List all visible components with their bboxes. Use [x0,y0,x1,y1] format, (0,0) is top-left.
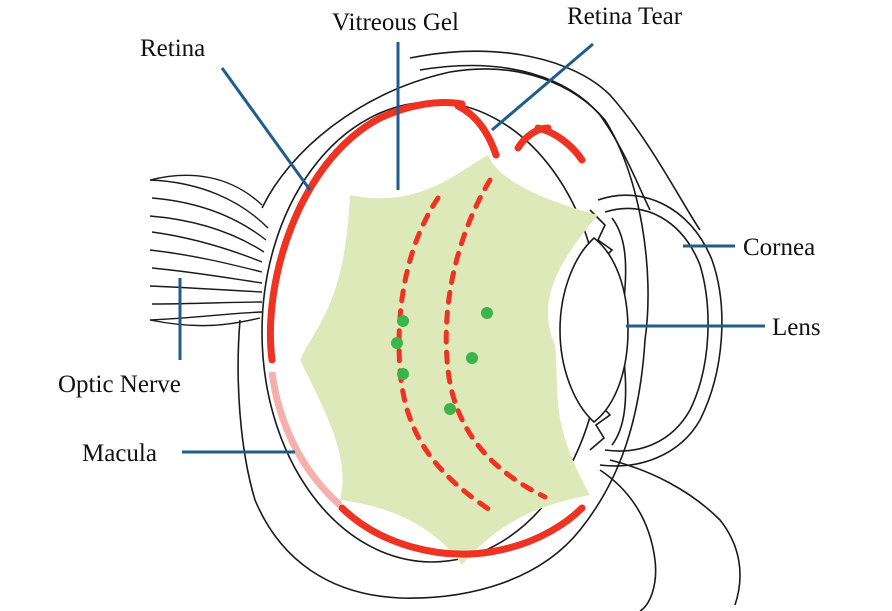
floater-dot [397,368,409,380]
eyelid-lines [409,50,741,611]
macula [268,371,343,508]
leader-lines [178,42,765,454]
label-vitreous-gel: Vitreous Gel [332,9,459,36]
retina [266,99,466,364]
optic-nerve-fibers [149,174,269,327]
cornea [597,194,723,467]
floater-dot [397,315,409,327]
floater-dot [466,352,478,364]
cornea-inner [604,207,709,452]
sclera-outline [237,68,649,599]
lens [559,236,629,424]
floater-dot [444,403,456,415]
label-lens: Lens [772,314,821,341]
label-optic-nerve: Optic Nerve [58,371,181,398]
label-retina-tear: Retina Tear [567,3,683,30]
label-macula: Macula [82,440,157,467]
floater-dot [391,337,403,349]
floater-strand-right [443,177,548,500]
retina-upper-right [534,124,586,164]
label-cornea: Cornea [743,234,815,261]
floaters [391,307,493,415]
floater-dot [481,307,493,319]
retina-lower [338,504,586,558]
retina-tear-flap-right [514,124,552,152]
label-retina: Retina [140,35,205,62]
retina-tear-flap-left [454,102,500,159]
